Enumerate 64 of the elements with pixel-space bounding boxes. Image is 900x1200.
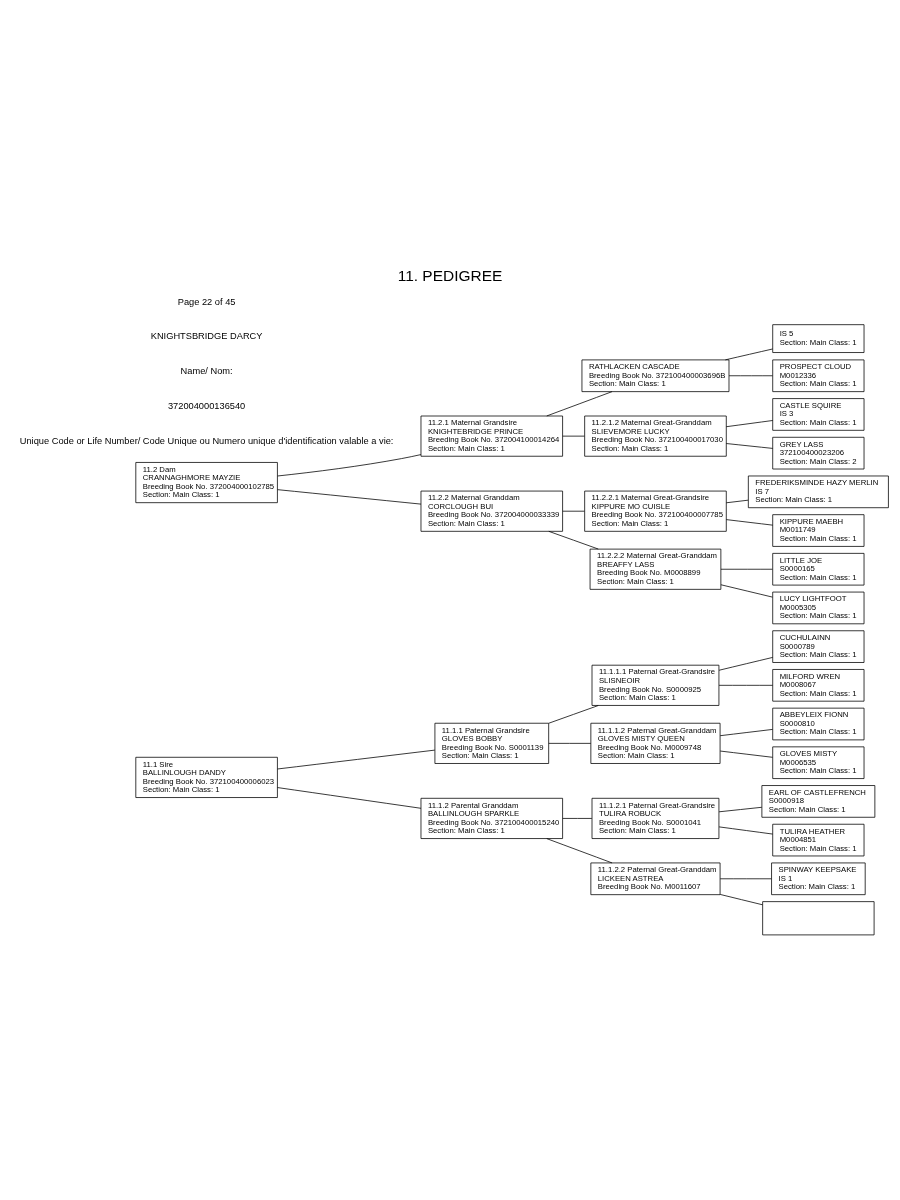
node-box: FREDERIKSMINDE HAZY MERLIN IS 7 Section: Main Class: 1: [747, 475, 889, 509]
node-box: IS 5 Section: Main Class: 1: [772, 324, 865, 353]
label: Page 22 of 45: [177, 296, 236, 307]
node-box: LUCY LIGHTFOOT M0005305 Section: Main Class: 1: [772, 591, 865, 625]
node-box: RATHLACKEN CASCADE Breeding Book No. 372100400003696B Section: Main Class: 1: [581, 359, 730, 392]
connector: [720, 568, 773, 570]
connector: [725, 420, 774, 428]
label: Name/ Nom:: [180, 366, 233, 377]
connector: [719, 894, 763, 906]
label: KNIGHTSBRIDGE DARCY: [150, 331, 263, 342]
node-box: 11.1.1.2 Paternal Great-Granddam GLOVES MISTY QUEEN Breeding Book No. M0009748 Section: Main Class: 1: [590, 722, 721, 764]
connector: [562, 510, 585, 512]
connector: [725, 443, 774, 449]
connector: [718, 657, 774, 671]
connector: [719, 750, 773, 758]
node-box: CASTLE SQUIRE IS 3 Section: Main Class: 1: [772, 398, 865, 431]
node-box: [762, 901, 875, 936]
node-box: 11.1.1.1 Paternal Great-Grandsire SLISNEOIR Breeding Book No. S0000925 Section: Main Class: 1: [591, 664, 720, 706]
connector: [725, 348, 773, 361]
connector: [277, 454, 422, 477]
connector: [562, 818, 593, 819]
node-box: 11.2.2.1 Maternal Great-Grandsire KIPPURE MO CUISLE Breeding Book No. 372100400007785 Section: Main Class: 1: [584, 490, 727, 532]
connector: [277, 749, 436, 770]
node-box: 11.2 Dam CRANNAGHMORE MAYZIE Breeding Book No. 372004000102785 Section: Main Class: 1: [135, 462, 278, 504]
node-box: 11.1.2.2 Paternal Great-Granddam LICKEEN ASTREA Breeding Book No. M0011607: [590, 862, 721, 896]
connector: [277, 787, 422, 809]
node-box: PROSPECT CLOUD M0012336 Section: Main Class: 1: [772, 359, 865, 392]
connector: [548, 742, 592, 744]
connector: [546, 391, 613, 417]
node-box: GREY LASS 372100400023206 Section: Main Class: 2: [772, 436, 865, 470]
node-box: GLOVES MISTY M0006535 Section: Main Class: 1: [772, 746, 865, 779]
connector: [728, 375, 773, 377]
connector: [718, 684, 774, 686]
connector: [720, 584, 773, 598]
connector: [546, 838, 613, 864]
node-box: ABBEYLEIX FIONN S0000810 Section: Main Class: 1: [772, 707, 865, 741]
connector: [718, 826, 774, 835]
node-box: TULIRA HEATHER M0004851 Section: Main Class: 1: [772, 823, 865, 857]
label: 372004000136540: [167, 401, 246, 412]
node-box: 11.2.1.2 Maternal Great-Granddam SLIEVEMORE LUCKY Breeding Book No. 372100400017030 Section: Main Class: 1: [584, 415, 727, 457]
connector: [718, 806, 763, 813]
connector: [562, 435, 585, 437]
node-box: MILFORD WREN M0008067 Section: Main Class: 1: [772, 669, 865, 702]
node-box: EARL OF CASTLEFRENCH S0000918 Section: Main Class: 1: [761, 785, 876, 818]
label: Unique Code or Life Number/ Code Unique ou Numero unique d'identification valable a vie:: [19, 435, 394, 446]
connector: [548, 705, 599, 724]
connector: [719, 878, 772, 880]
connector: [725, 499, 749, 504]
node-box: 11.1.1 Paternal Grandsire GLOVES BOBBY Breeding Book No. S0001139 Section: Main Class: 1: [434, 722, 550, 764]
node-box: 11.2.2 Maternal Granddam CORCLOUGH BUI Breeding Book No. 372004000033339 Section: Main Class: 1: [420, 490, 563, 532]
connector: [277, 489, 422, 505]
connector: [548, 530, 599, 550]
diagram-title: 11. PEDIGREE: [397, 266, 503, 284]
node-box: 11.1.2.1 Paternal Great-Grandsire TULIRA ROBUCK Breeding Book No. S0001041 Section: Main Class: 1: [591, 797, 720, 839]
connector: [725, 519, 774, 526]
connector: [719, 729, 773, 737]
node-box: KIPPURE MAEBH M0011749 Section: Main Class: 1: [772, 514, 865, 547]
node-box: CUCHULAINN S0000789 Section: Main Class: 1: [772, 630, 865, 663]
node-box: SPINWAY KEEPSAKE IS 1 Section: Main Class: 1: [771, 862, 866, 896]
node-box: 11.2.1 Maternal Grandsire KNIGHTEBRIDGE PRINCE Breeding Book No. 372004100014264 Section: Main Class: 1: [420, 415, 563, 457]
node-box: 11.2.2.2 Maternal Great-Granddam BREAFFY LASS Breeding Book No. M0008899 Section: Main Class: 1: [589, 548, 722, 590]
node-box: 11.1 Sire BALLINLOUGH DANDY Breeding Book No. 372100400006023 Section: Main Class: 1: [135, 756, 278, 798]
node-box: LITTLE JOE S0000165 Section: Main Class: 1: [772, 553, 865, 586]
node-box: 11.1.2 Parental Granddam BALLINLOUGH SPARKLE Breeding Book No. 372100400015240 Section: Main Class: 1: [420, 797, 563, 839]
